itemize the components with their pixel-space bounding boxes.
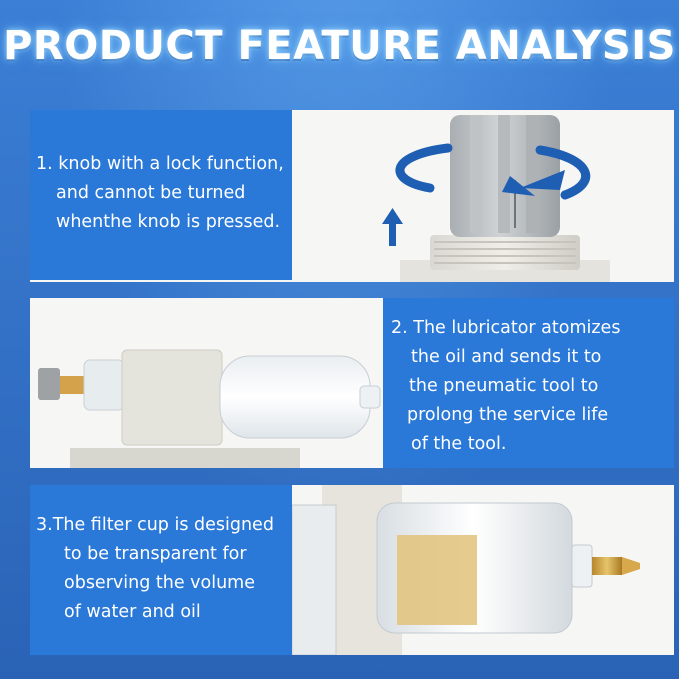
page-title: PRODUCT FEATURE ANALYSIS: [3, 23, 676, 69]
feature-2-line-2: the oil and sends it to: [411, 347, 602, 367]
up-arrow-icon: [382, 208, 403, 246]
feature-3-line-1: 3.The filter cup is designed: [36, 515, 274, 535]
feature-3-line-3: observing the volume: [64, 573, 255, 593]
feature-text-box-2: 2. The lubricator atomizes the oil and s…: [383, 298, 674, 468]
feature-3-line-4: of water and oil: [64, 602, 201, 622]
feature-text-box-1: 1. knob with a lock function, and cannot…: [30, 110, 292, 280]
feature-panel-lubricator: 2. The lubricator atomizes the oil and s…: [30, 298, 674, 468]
feature-1-line-1: 1. knob with a lock function,: [36, 154, 284, 174]
header-banner: PRODUCT FEATURE ANALYSIS: [0, 0, 679, 92]
feature-panel-knob: 1. knob with a lock function, and cannot…: [30, 110, 674, 282]
feature-panel-filter-cup: 3.The filter cup is designed to be trans…: [30, 485, 674, 655]
feature-1-line-2: and cannot be turned: [56, 183, 246, 203]
feature-2-line-5: of the tool.: [411, 434, 507, 454]
feature-2-line-3: the pneumatic tool to: [409, 376, 599, 396]
feature-2-line-1: 2. The lubricator atomizes: [391, 318, 621, 338]
filter-cup-illustration: [292, 485, 674, 655]
feature-1-line-3: whenthe knob is pressed.: [56, 212, 281, 232]
feature-2-line-4: prolong the service life: [407, 405, 609, 425]
feature-text-box-3: 3.The filter cup is designed to be trans…: [30, 485, 292, 655]
knob-illustration: [330, 110, 674, 282]
lubricator-illustration: [30, 298, 390, 468]
feature-3-line-2: to be transparent for: [64, 544, 247, 564]
rotate-arrow-icon: [395, 143, 591, 200]
